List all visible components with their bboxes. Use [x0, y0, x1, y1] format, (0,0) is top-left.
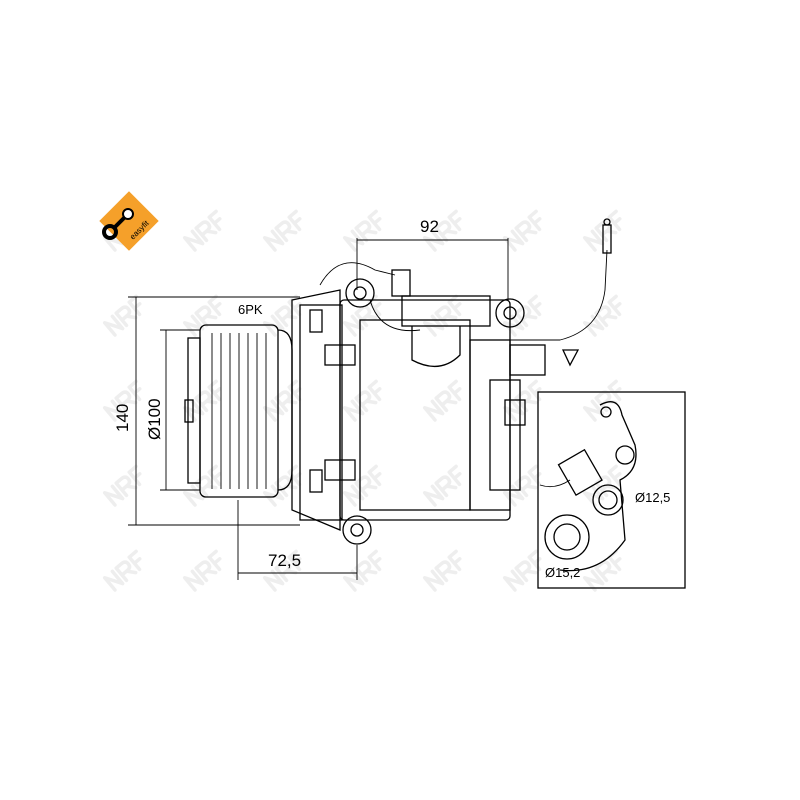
- nrf-watermark: [102, 464, 142, 507]
- dimension-lines: 92 140 Ø100 6PK 72,5: [113, 217, 509, 580]
- nrf-watermark: [342, 549, 382, 592]
- compressor-body: [291, 218, 612, 545]
- nrf-watermark: [342, 464, 382, 507]
- nrf-watermark: [342, 379, 382, 422]
- nrf-watermark: [422, 549, 462, 592]
- dim-pulley-offset: 72,5: [268, 551, 301, 570]
- dim-height: 140: [113, 404, 132, 432]
- dim-pulley-diameter: Ø100: [145, 398, 164, 440]
- nrf-watermark: [182, 209, 222, 252]
- nrf-watermark: [582, 379, 622, 422]
- nrf-watermark: [582, 209, 622, 252]
- nrf-watermark: [102, 549, 142, 592]
- nrf-watermark: [502, 209, 542, 252]
- nrf-watermark: [502, 379, 542, 422]
- port-large-label: Ø15,2: [545, 565, 580, 580]
- nrf-watermark: [102, 294, 142, 337]
- nrf-watermark: [262, 464, 302, 507]
- nrf-watermark: [182, 549, 222, 592]
- pulley: [184, 324, 293, 498]
- watermarks: [102, 209, 622, 592]
- nrf-watermark: [582, 549, 622, 592]
- nrf-watermark: [502, 464, 542, 507]
- nrf-watermark: [262, 209, 302, 252]
- nrf-watermark: [422, 209, 462, 252]
- belt-label: 6PK: [238, 302, 263, 317]
- nrf-watermark: [342, 294, 382, 337]
- nrf-watermark: [422, 379, 462, 422]
- nrf-watermark: [182, 464, 222, 507]
- nrf-watermark: [342, 209, 382, 252]
- nrf-watermark: [182, 294, 222, 337]
- easyfit-logo: easyfit: [99, 191, 159, 251]
- nrf-watermark: [262, 549, 302, 592]
- nrf-watermark: [102, 379, 142, 422]
- dim-width-top: 92: [420, 217, 439, 236]
- nrf-watermark: [422, 464, 462, 507]
- nrf-watermark: [502, 294, 542, 337]
- nrf-watermark: [582, 294, 622, 337]
- nrf-watermark: [182, 379, 222, 422]
- nrf-watermark: [502, 549, 542, 592]
- port-inset: Ø12,5 Ø15,2: [537, 391, 686, 589]
- port-small-label: Ø12,5: [635, 490, 670, 505]
- nrf-watermark: [262, 379, 302, 422]
